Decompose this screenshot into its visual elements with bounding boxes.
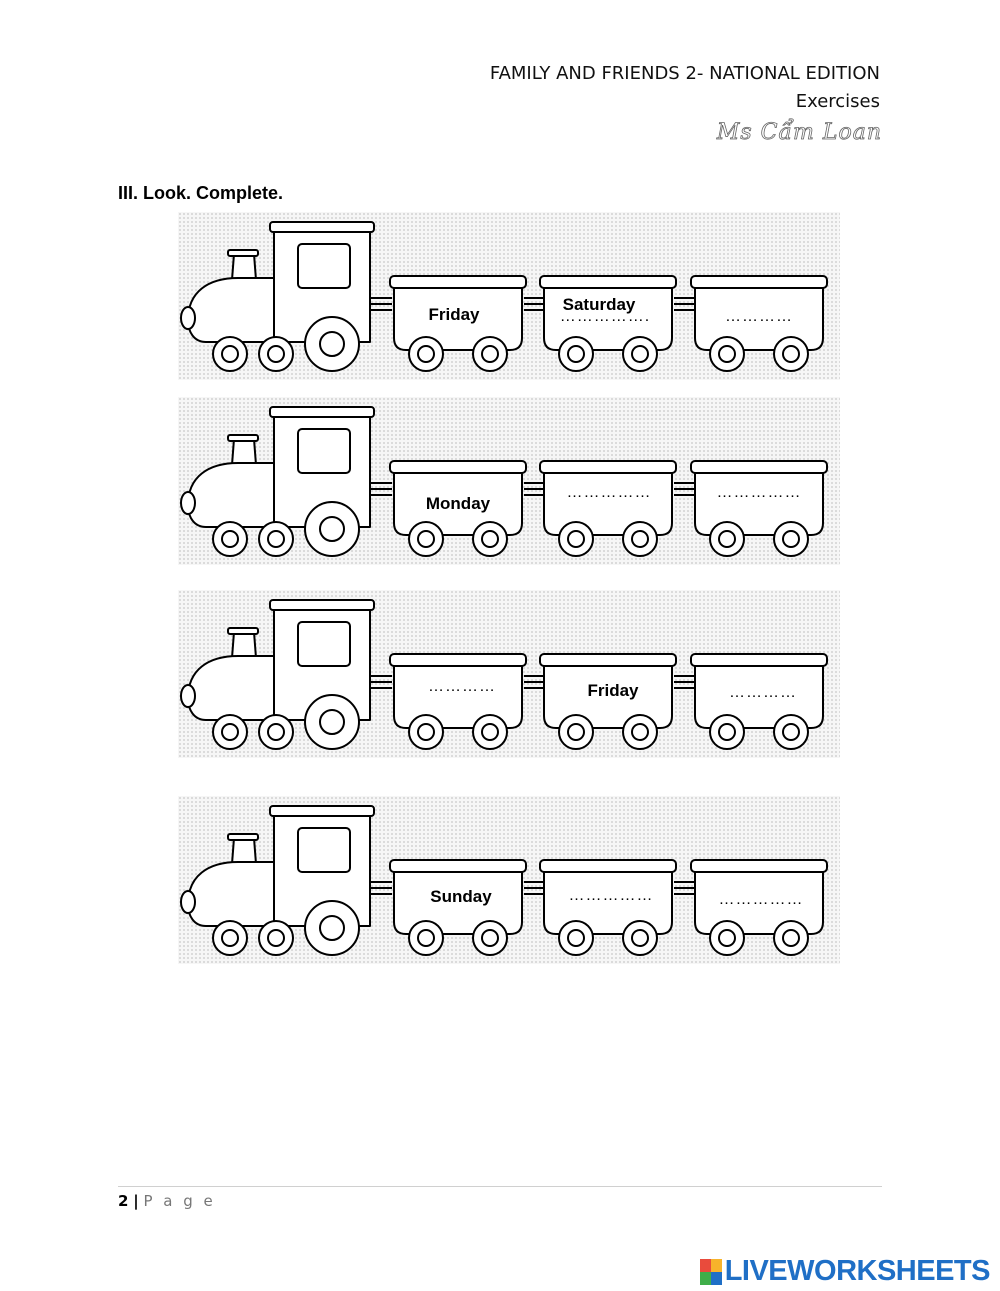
wagon-2-label: Friday	[587, 681, 639, 700]
page-footer: 2 | P a g e	[118, 1192, 216, 1210]
wagon-1-blank[interactable]: …………	[428, 678, 496, 695]
document-header: FAMILY AND FRIENDS 2- NATIONAL EDITION E…	[490, 60, 880, 116]
wagon-1-label: Friday	[428, 305, 480, 324]
wagon-1-label: Monday	[425, 494, 491, 513]
section-subtitle: Exercises	[795, 91, 880, 112]
page-number: 2	[118, 1192, 129, 1210]
train-illustration	[180, 805, 828, 956]
footer-divider	[118, 1186, 882, 1187]
wagon-3-blank[interactable]: ……………	[716, 484, 802, 501]
train-illustration	[180, 406, 828, 557]
train-illustration	[180, 599, 828, 750]
wagon-2-blank[interactable]: ……………	[568, 887, 654, 904]
footer-separator: |	[133, 1192, 139, 1210]
train-picture-3: ………… Friday …………	[178, 590, 840, 758]
liveworksheets-brand[interactable]: LIVEWORKSHEETS	[699, 1255, 991, 1288]
wagon-3-blank[interactable]: …………	[729, 684, 797, 701]
wagon-3-blank[interactable]: …………	[725, 308, 793, 325]
brand-name: LIVEWORKSHEETS	[724, 1255, 991, 1287]
train-picture-4: Sunday …………… ……………	[178, 796, 840, 964]
page-word: P a g e	[143, 1192, 216, 1210]
wagon-3-blank[interactable]: ……………	[718, 891, 804, 908]
train-picture-2: Monday …………… ……………	[178, 397, 840, 565]
wagon-2-label: Saturday	[562, 295, 636, 314]
wagon-2-blank[interactable]: …………….	[559, 308, 651, 325]
wagon-2-blank[interactable]: ……………	[566, 484, 652, 501]
wagon-1-label: Sunday	[430, 887, 492, 906]
exercise-title: III. Look. Complete.	[118, 183, 284, 203]
book-title: FAMILY AND FRIENDS 2- NATIONAL EDITION	[489, 63, 880, 84]
train-picture-1: Friday Saturday ……………. …………	[178, 212, 840, 380]
author-signature: Ms Cẩm Loan	[716, 120, 882, 146]
train-illustration	[180, 221, 828, 372]
liveworksheets-logo-icon	[699, 1258, 722, 1285]
